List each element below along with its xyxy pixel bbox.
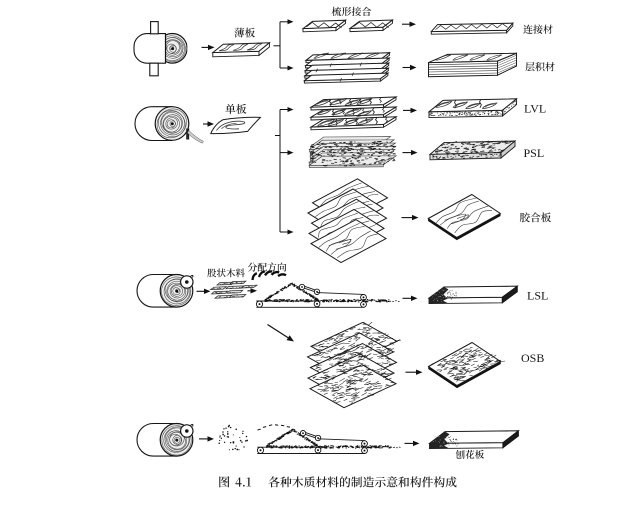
svg-text:OSB: OSB xyxy=(521,351,544,365)
svg-text:LSL: LSL xyxy=(527,289,548,303)
svg-text:PSL: PSL xyxy=(524,146,545,160)
svg-text:LVL: LVL xyxy=(524,101,546,115)
